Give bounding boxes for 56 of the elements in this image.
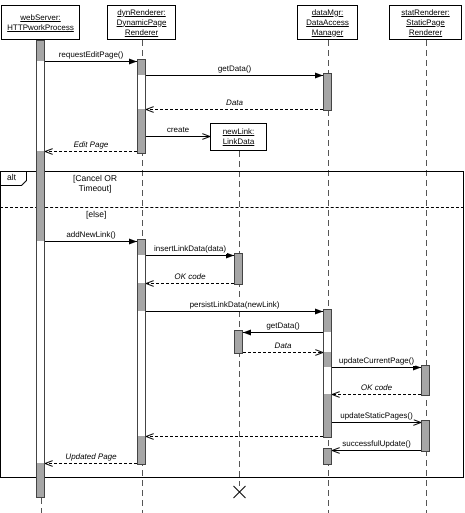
message-label: create [166, 125, 190, 135]
message-label: updateStaticPages() [339, 411, 414, 421]
activation-bar [36, 40, 45, 498]
message-arrow [146, 133, 210, 140]
message-arrow [332, 364, 422, 370]
message-label: Updated Page [64, 452, 118, 462]
participant-name: newLink: LinkData [222, 127, 256, 147]
message-arrow [332, 447, 422, 454]
activation-bar [323, 73, 332, 111]
message-arrow [242, 349, 324, 356]
activation-bar [421, 365, 430, 396]
message-label: getData() [265, 321, 301, 331]
message-arrow [146, 72, 324, 78]
message-arrow [146, 106, 324, 113]
message-arrow [44, 58, 138, 64]
message-label: Data [274, 341, 292, 351]
message-label: Data [225, 98, 244, 108]
message-label: OK code [173, 272, 207, 282]
lifeline-head [210, 123, 267, 151]
message-arrow [44, 148, 138, 155]
activation-bar [137, 59, 146, 154]
message-arrow [44, 460, 138, 467]
message-arrow [242, 330, 324, 336]
message-label: addNewLink() [65, 230, 117, 240]
message-label: Edit Page [72, 140, 110, 150]
message-arrow [146, 280, 234, 287]
message-label: requestEditPage() [58, 50, 124, 60]
message-label: OK code [360, 383, 394, 393]
message-arrow [146, 433, 324, 440]
message-label: successfulUpdate() [341, 439, 412, 449]
message-arrow [44, 238, 138, 244]
guard-condition: [else] [86, 209, 106, 219]
participant-name: statRenderer: StaticPage Renderer [400, 8, 451, 38]
activation-bar [323, 309, 332, 438]
message-arrow [146, 308, 324, 314]
participant-name: dataMgr: DataAccess Manager [305, 8, 350, 38]
operator-tab: alt [0, 171, 28, 186]
guard-condition: [Cancel OR Timeout] [72, 173, 118, 193]
message-label: updateCurrentPage() [338, 356, 416, 366]
activation-bar [137, 239, 146, 465]
lifeline-head [297, 5, 358, 40]
activation-bar [421, 420, 430, 452]
activation-bar [323, 448, 332, 465]
message-arrow [332, 419, 422, 426]
message-label: insertLinkData(data) [152, 244, 228, 254]
lifeline-head [107, 5, 176, 40]
lifeline-head [389, 5, 462, 40]
participant-name: webServer: HTTPworkProcess [6, 12, 75, 32]
activation-bar [234, 253, 243, 285]
activation-bar [234, 330, 243, 354]
message-label: getData() [216, 64, 252, 74]
participant-name: dynRenderer: DynamicPage Renderer [116, 8, 168, 38]
message-arrow [146, 252, 234, 258]
message-arrow [332, 391, 422, 398]
message-label: persistLinkData(newLink) [188, 300, 280, 310]
lifeline-head [1, 5, 80, 40]
